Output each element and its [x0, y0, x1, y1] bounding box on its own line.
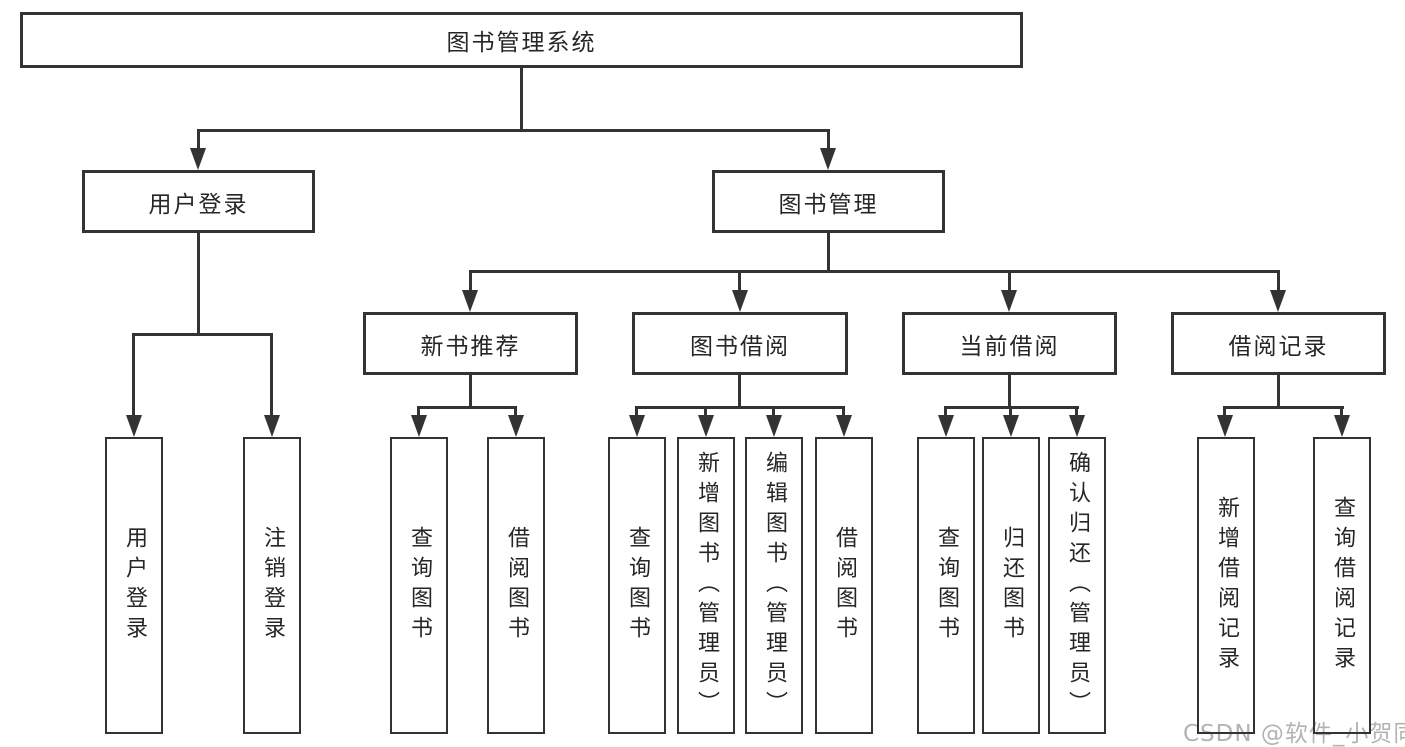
- node-book-management: 图书管理: [712, 170, 945, 233]
- connector-stem: [469, 375, 472, 408]
- arrow-down-icon: [1001, 290, 1017, 312]
- connector-root-stem: [520, 68, 523, 130]
- connector-drop: [842, 406, 845, 417]
- arrow-down-icon: [1217, 415, 1233, 437]
- leaf-logout: 注销登录: [243, 437, 301, 734]
- node-current-borrow-label: 当前借阅: [959, 333, 1060, 360]
- leaf-label: 查询图书: [407, 525, 432, 646]
- leaf-label: 新增借阅记录: [1214, 495, 1239, 676]
- connector-user-login-stem: [197, 233, 200, 335]
- connector-drop: [1223, 406, 1226, 417]
- connector-rail: [635, 406, 845, 409]
- leaf-add-borrow-record: 新增借阅记录: [1197, 437, 1255, 734]
- leaf-label: 新增图书（管理员）: [694, 450, 719, 721]
- arrow-down-icon: [508, 415, 524, 437]
- node-root: 图书管理系统: [20, 12, 1023, 68]
- csdn-watermark: CSDN @软件_小贺同学: [1183, 721, 1405, 747]
- arrow-down-icon: [1270, 290, 1286, 312]
- leaf-label: 用户登录: [122, 525, 147, 646]
- node-book-borrow-label: 图书借阅: [690, 333, 790, 360]
- leaf-user-login: 用户登录: [105, 437, 163, 734]
- leaf-borrow-books-recommend: 借阅图书: [487, 437, 545, 734]
- node-borrow-record: 借阅记录: [1171, 312, 1386, 375]
- leaf-label: 编辑图书（管理员）: [762, 450, 787, 721]
- leaf-label: 归还图书: [999, 525, 1024, 646]
- node-user-login-label: 用户登录: [148, 191, 249, 218]
- arrow-down-icon: [766, 415, 782, 437]
- node-root-label: 图书管理系统: [446, 30, 597, 56]
- connector-drop: [738, 270, 741, 291]
- connector-drop: [197, 129, 200, 150]
- arrow-down-icon: [732, 290, 748, 312]
- connector-drop: [704, 406, 707, 417]
- connector-drop: [417, 406, 420, 417]
- leaf-label: 查询图书: [934, 525, 959, 646]
- leaf-add-book-admin: 新增图书（管理员）: [677, 437, 735, 734]
- connector-drop: [132, 333, 135, 417]
- leaf-label: 确认归还（管理员）: [1065, 450, 1090, 721]
- leaf-label: 借阅图书: [504, 525, 529, 646]
- node-book-management-label: 图书管理: [778, 191, 879, 218]
- leaf-query-borrow-record: 查询借阅记录: [1313, 437, 1371, 734]
- leaf-label: 查询借阅记录: [1330, 495, 1355, 676]
- connector-drop: [944, 406, 947, 417]
- node-new-book-recommend: 新书推荐: [363, 312, 578, 375]
- connector-drop: [469, 270, 472, 291]
- connector-drop: [1340, 406, 1343, 417]
- leaf-return-book: 归还图书: [982, 437, 1040, 734]
- arrow-down-icon: [1003, 415, 1019, 437]
- arrow-down-icon: [1069, 415, 1085, 437]
- arrow-down-icon: [938, 415, 954, 437]
- node-book-borrow: 图书借阅: [632, 312, 848, 375]
- connector-drop: [772, 406, 775, 417]
- arrow-down-icon: [629, 415, 645, 437]
- arrow-down-icon: [836, 415, 852, 437]
- connector-drop: [270, 333, 273, 417]
- node-user-login: 用户登录: [82, 170, 315, 233]
- connector-drop: [827, 129, 830, 150]
- node-current-borrow: 当前借阅: [902, 312, 1117, 375]
- connector-drop: [1008, 270, 1011, 291]
- leaf-label: 注销登录: [260, 525, 285, 646]
- arrow-down-icon: [462, 290, 478, 312]
- arrow-down-icon: [411, 415, 427, 437]
- connector-stem: [1277, 375, 1280, 408]
- leaf-query-books-borrow: 查询图书: [608, 437, 666, 734]
- connector-drop: [1009, 406, 1012, 417]
- arrow-down-icon: [264, 415, 280, 437]
- leaf-query-books-current: 查询图书: [917, 437, 975, 734]
- connector-rail: [1223, 406, 1344, 409]
- leaf-query-books-recommend: 查询图书: [390, 437, 448, 734]
- connector-rail: [417, 406, 517, 409]
- connector-drop: [1277, 270, 1280, 291]
- leaf-confirm-return-admin: 确认归还（管理员）: [1048, 437, 1106, 734]
- connector-stem: [738, 375, 741, 408]
- connector-level3-rail: [469, 270, 1280, 273]
- arrow-down-icon: [698, 415, 714, 437]
- connector-drop: [635, 406, 638, 417]
- leaf-edit-book-admin: 编辑图书（管理员）: [745, 437, 803, 734]
- connector-stem: [1008, 375, 1011, 408]
- arrow-down-icon: [820, 148, 836, 170]
- connector-book-mgmt-stem: [827, 233, 830, 272]
- arrow-down-icon: [1334, 415, 1350, 437]
- connector-drop: [514, 406, 517, 417]
- leaf-borrow-books: 借阅图书: [815, 437, 873, 734]
- connector-drop: [1075, 406, 1078, 417]
- arrow-down-icon: [190, 148, 206, 170]
- connector-level2-rail: [197, 129, 830, 132]
- node-new-book-recommend-label: 新书推荐: [420, 333, 521, 360]
- connector-user-login-rail: [132, 333, 273, 336]
- node-borrow-record-label: 借阅记录: [1228, 333, 1329, 360]
- leaf-label: 查询图书: [625, 525, 650, 646]
- leaf-label: 借阅图书: [832, 525, 857, 646]
- arrow-down-icon: [126, 415, 142, 437]
